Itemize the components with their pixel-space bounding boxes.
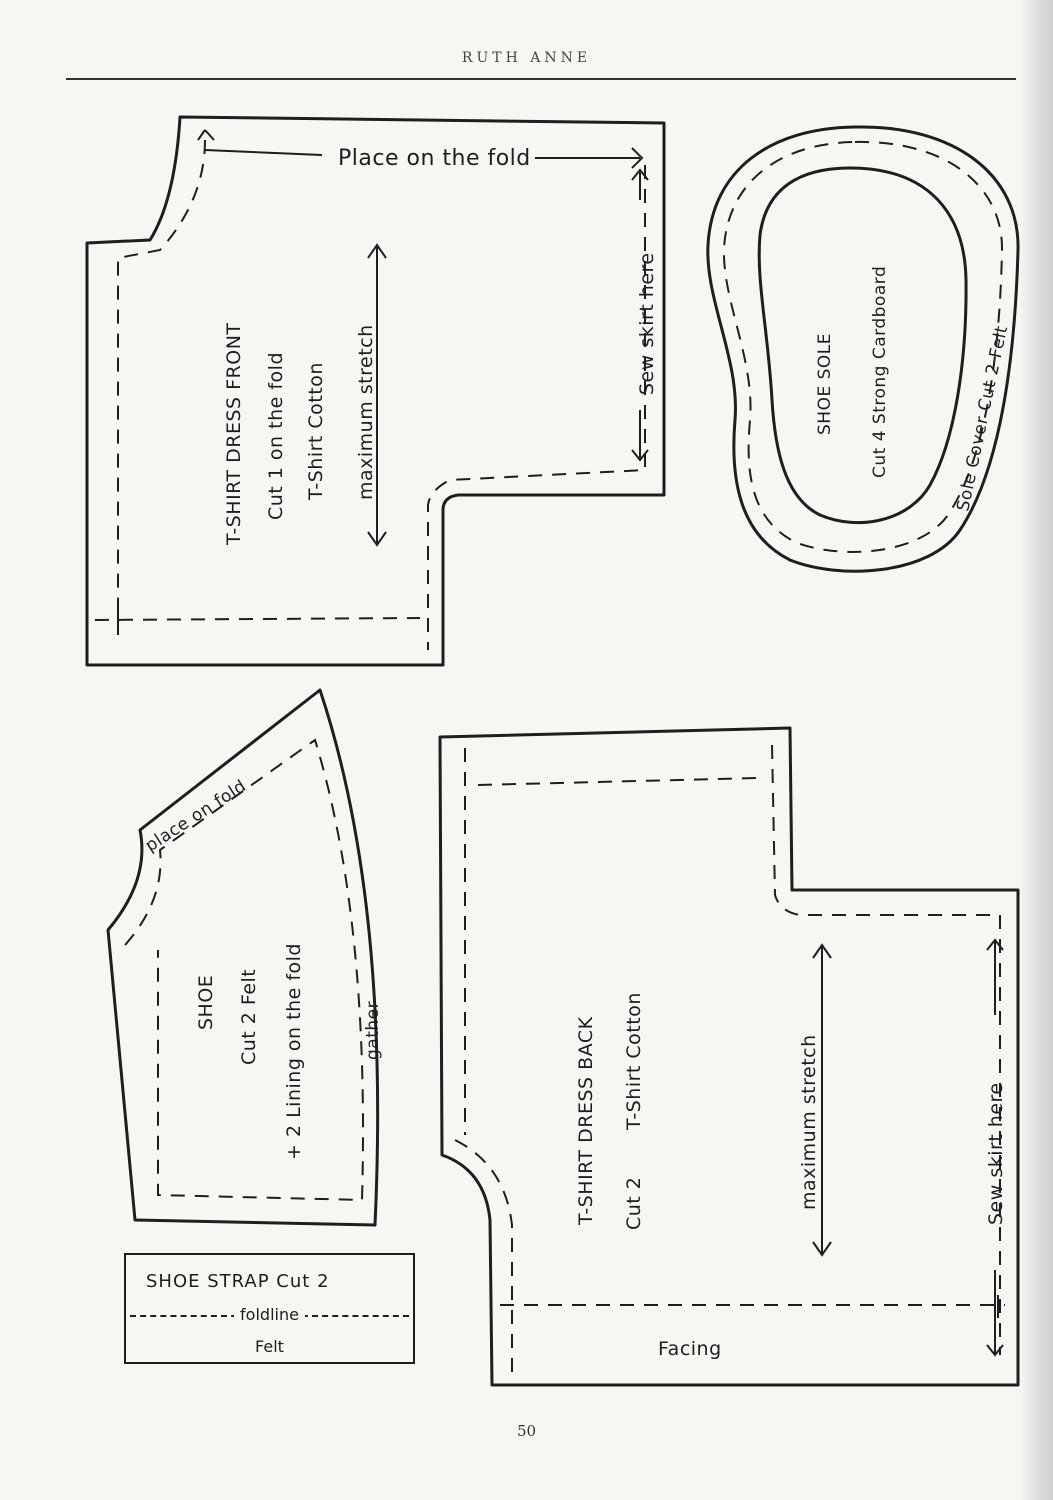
shoe-lining: + 2 Lining on the fold — [283, 943, 305, 1160]
sole-cover-outline — [706, 125, 1020, 573]
dress-front-title: T-SHIRT DRESS FRONT — [223, 322, 245, 546]
page-number: 50 — [516, 1422, 537, 1440]
dress-front-seam-right — [427, 165, 646, 650]
dress-front-stretch-label: maximum stretch — [355, 324, 377, 500]
shoe-strap-foldline-label: foldline — [234, 1305, 305, 1324]
dress-back-cut: Cut 2 — [623, 1177, 645, 1230]
sole-cardboard-outline — [757, 166, 968, 525]
dress-front-cut: Cut 1 on the fold — [265, 352, 287, 520]
shoe-title: SHOE — [195, 975, 217, 1030]
place-on-fold-arrow-left-head — [197, 129, 215, 141]
dress-back-right-seam — [771, 744, 1001, 1355]
shoe-strap-fabric: Felt — [255, 1337, 284, 1356]
dress-front-stretch-arrow — [367, 243, 387, 547]
dress-front-seam — [117, 139, 206, 620]
shoe-outline — [106, 688, 380, 1227]
sole-cover-seam — [722, 140, 1004, 553]
dress-back-top-line — [477, 777, 759, 786]
sew-skirt-arrow-back — [986, 938, 1004, 1357]
dress-front-fabric: T-Shirt Cotton — [305, 362, 327, 501]
dress-front-sew-skirt: Sew skirt here — [636, 252, 658, 395]
shoe-sole-cut: Cut 4 Strong Cardboard — [870, 266, 890, 478]
dress-front-pattern: Place on the fold T-SHIRT DRESS FRONT Cu… — [85, 115, 666, 667]
shoe-gather: gather — [363, 1001, 383, 1060]
dress-back-neck-seam — [454, 1139, 513, 1380]
dress-front-hem-line — [94, 617, 421, 621]
place-on-fold-arrow — [204, 149, 640, 159]
shoe-strap-foldline: foldline — [126, 1305, 413, 1324]
place-on-fold-arrow-right-head — [631, 147, 644, 169]
dress-back-fabric: T-Shirt Cotton — [623, 992, 645, 1131]
dress-back-outline — [438, 726, 1020, 1387]
shoe-pattern: place on fold gather SHOE Cut 2 Felt + 2… — [106, 688, 383, 1227]
header-rule — [66, 78, 1016, 80]
page-edge-shadow — [1019, 0, 1053, 1500]
dress-back-pattern: T-SHIRT DRESS BACK Cut 2 T-Shirt Cotton … — [438, 726, 1020, 1387]
dress-front-outline — [85, 115, 666, 667]
shoe-sole-title: SHOE SOLE — [815, 333, 835, 435]
dress-back-stretch-label: maximum stretch — [798, 1034, 820, 1210]
dress-back-title: T-SHIRT DRESS BACK — [575, 1016, 597, 1226]
dress-back-stretch-arrow — [812, 943, 832, 1257]
dress-back-facing: Facing — [658, 1338, 722, 1360]
shoe-strap-title: SHOE STRAP Cut 2 — [146, 1271, 330, 1292]
running-head: Ruth Anne — [461, 50, 592, 66]
dress-back-sew-skirt: Sew skirt here — [985, 1082, 1007, 1225]
sew-skirt-arrow-front — [631, 168, 649, 462]
shoe-seam — [124, 738, 365, 1202]
shoe-sole-pattern: SHOE SOLE Cut 4 Strong Cardboard Sole Co… — [706, 125, 1020, 573]
shoe-cut: Cut 2 Felt — [238, 969, 260, 1065]
shoe-strap-pattern: SHOE STRAP Cut 2 foldline Felt — [124, 1253, 415, 1364]
dress-front-place-on-fold: Place on the fold — [338, 146, 531, 171]
